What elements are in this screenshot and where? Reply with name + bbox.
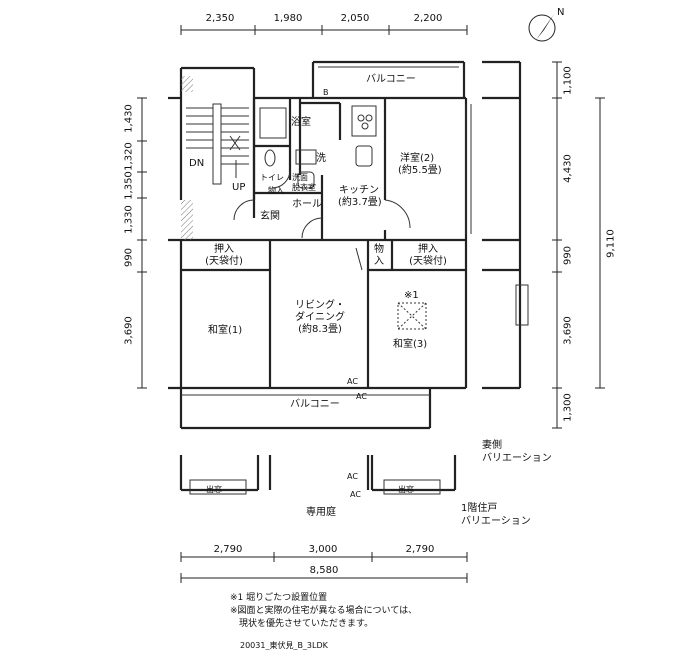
- ac-label: AC: [356, 392, 367, 401]
- washitsu-1-label: 和室(1): [208, 325, 243, 336]
- bath-label: 浴室: [291, 117, 311, 128]
- dim-bottom-total-label: 8,580: [309, 565, 339, 576]
- storage-small-label: 物入: [268, 186, 284, 195]
- dim-left-label: 990: [123, 247, 135, 268]
- bottom-dimension-line: [180, 552, 468, 583]
- ground-variation-label: 1階住戸: [461, 503, 498, 514]
- windows: [181, 66, 529, 495]
- oshiire-left-label: 押入: [214, 244, 234, 255]
- kitchen-size-label: (約3.7畳): [338, 197, 382, 208]
- hatch-block: [181, 76, 193, 92]
- dim-top-label: 2,200: [413, 13, 443, 24]
- dim-bottom-label: 2,790: [405, 544, 435, 555]
- dn-label: DN: [189, 158, 205, 169]
- b-label: B: [323, 88, 329, 97]
- storage-mid-label: 入: [374, 256, 384, 267]
- western-room-size-label: (約5.5畳): [398, 165, 442, 176]
- balcony-top-label: バルコニー: [366, 74, 416, 85]
- dim-right-total-label: 9,110: [605, 229, 617, 258]
- dim-right-label: 3,690: [562, 316, 574, 345]
- demado-right-label: 出窓: [398, 485, 414, 494]
- stove-icon: [351, 105, 377, 137]
- dim-right-label: 990: [562, 245, 574, 266]
- top-dimension-line: [180, 25, 468, 35]
- ground-variation-label: バリエーション: [461, 516, 531, 527]
- hall-label: ホール: [292, 199, 322, 210]
- ldk-label: ダイニング: [295, 312, 345, 323]
- dim-top-label: 2,350: [205, 13, 235, 24]
- hatch-block: [181, 200, 193, 240]
- side-variation-label: 妻側: [482, 440, 502, 451]
- north-arrow-icon: [528, 14, 556, 42]
- washitsu-3-label: 和室(3): [393, 339, 428, 350]
- kitchen-label: キッチン: [339, 185, 379, 196]
- washroom-label: 脱衣室: [292, 183, 316, 192]
- note-line: ※1 堀りごたつ設置位置: [230, 593, 328, 603]
- toilet-label: トイレ: [260, 173, 284, 182]
- kitchen-sink-icon: [355, 145, 373, 167]
- right-dimension-line: [552, 61, 605, 429]
- ldk-size-label: (約8.3畳): [298, 324, 342, 335]
- note-line: 現状を優先させていただきます。: [230, 619, 374, 629]
- doors: [233, 169, 411, 271]
- washbasin-icon: [297, 171, 315, 189]
- dim-top-label: 1,980: [273, 13, 303, 24]
- bathtub-icon: [259, 107, 287, 139]
- dim-right-label: 1,100: [562, 66, 574, 95]
- kotatsu-mark-label: ※1: [404, 290, 419, 301]
- dim-left-label: 3,690: [123, 316, 135, 345]
- entrance-label: 玄関: [260, 211, 280, 222]
- plan-caption: 20031_東伏見_B_3LDK: [240, 641, 328, 650]
- ac-label: AC: [350, 490, 361, 499]
- balcony-bottom-label: バルコニー: [290, 399, 340, 410]
- side-variation-label: バリエーション: [482, 453, 552, 464]
- dim-bottom-label: 2,790: [213, 544, 243, 555]
- north-label: N: [557, 7, 565, 18]
- western-room-label: 洋室(2): [400, 153, 435, 164]
- washing-machine-icon: [295, 149, 317, 165]
- ldk-label: リビング・: [295, 300, 345, 311]
- wash-label: 洗: [316, 153, 326, 164]
- note-line: ※図面と実際の住宅が異なる場合については、: [230, 606, 418, 616]
- kotatsu-icon: [397, 302, 427, 330]
- dim-left-label: 1,330: [123, 205, 135, 234]
- left-dimension-line: [137, 97, 147, 389]
- ac-label: AC: [347, 472, 358, 481]
- demado-left-label: 出窓: [206, 485, 222, 494]
- storage-mid-label: 物: [374, 244, 384, 255]
- private-garden-label: 専用庭: [306, 507, 336, 518]
- dim-left-label: 1,430: [123, 104, 135, 133]
- oshiire-left-label: (天袋付): [205, 256, 243, 267]
- washroom-label: 洗面: [292, 173, 308, 182]
- dim-top-label: 2,050: [340, 13, 370, 24]
- oshiire-right-label: 押入: [418, 244, 438, 255]
- ac-label: AC: [347, 377, 358, 386]
- dim-right-label: 1,300: [562, 393, 574, 422]
- up-label: UP: [232, 182, 246, 193]
- staircase: [186, 103, 249, 185]
- toilet-icon: [264, 149, 276, 167]
- dim-bottom-label: 3,000: [308, 544, 338, 555]
- dim-right-label: 4,430: [562, 154, 574, 183]
- oshiire-right-label: (天袋付): [409, 256, 447, 267]
